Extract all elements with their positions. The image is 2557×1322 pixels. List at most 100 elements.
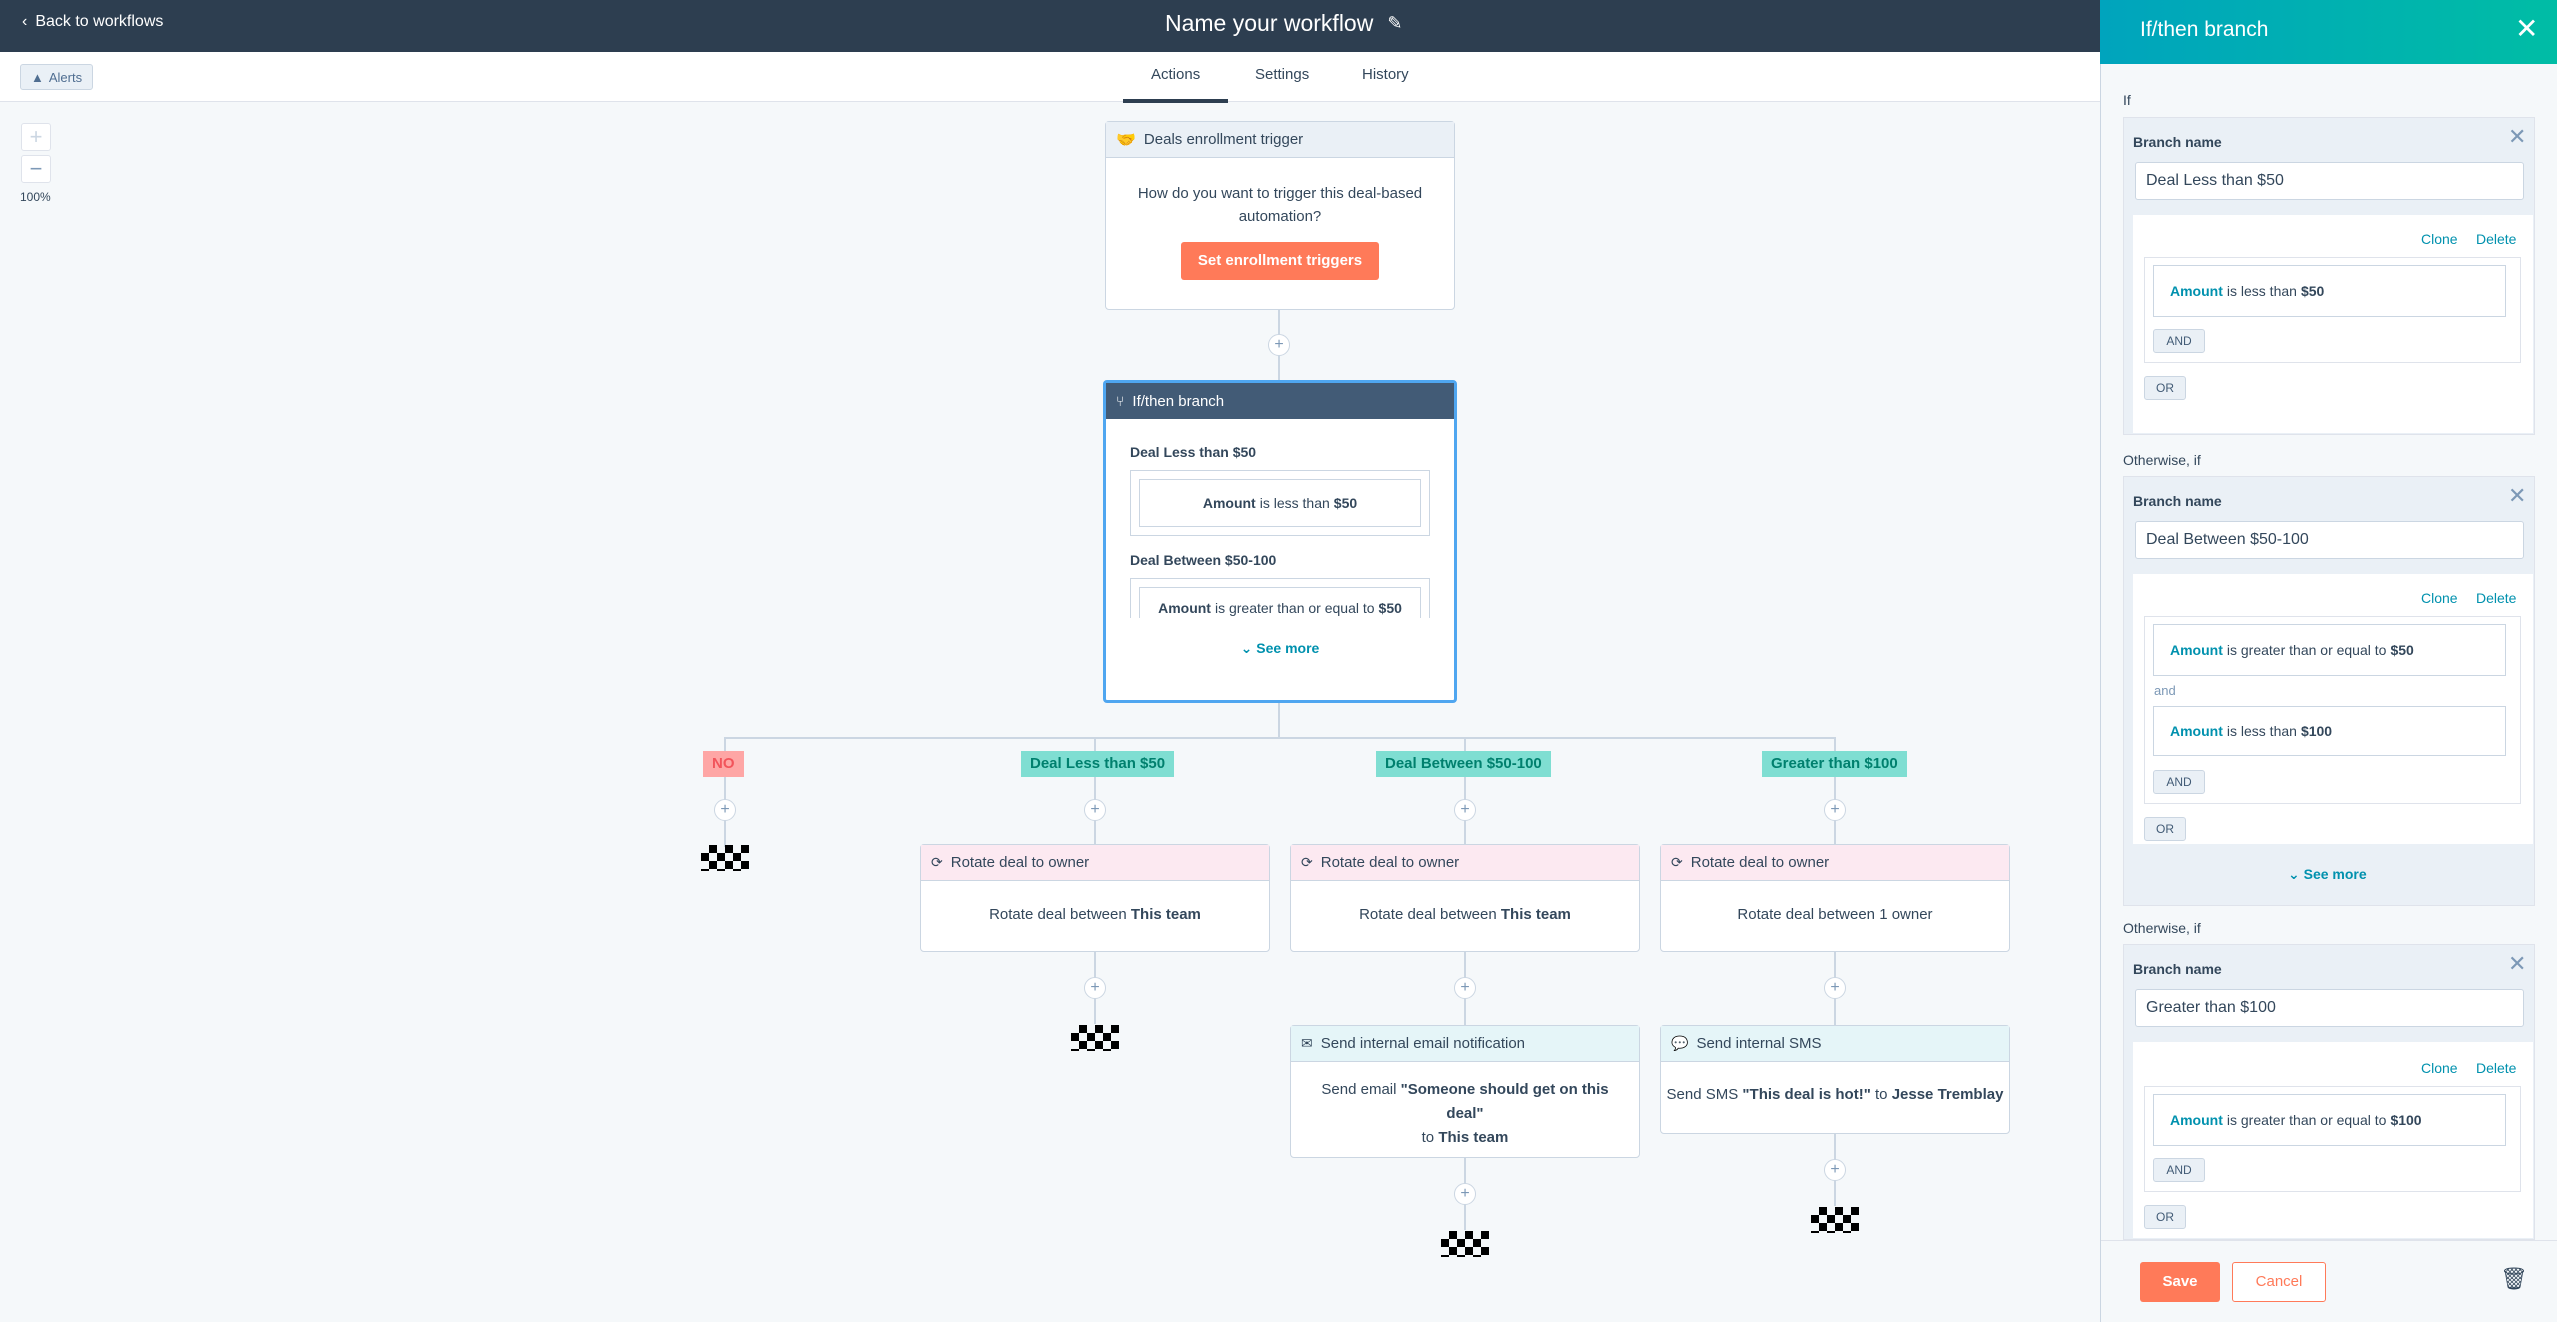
- condition-property: Amount: [2170, 642, 2223, 658]
- tab-actions[interactable]: Actions: [1151, 66, 1201, 83]
- trigger-question: How do you want to trigger this deal-bas…: [1137, 185, 1423, 225]
- zoom-out-button[interactable]: −: [21, 155, 51, 183]
- see-more-label: See more: [2303, 866, 2367, 882]
- email-subject: "Someone should get on this deal": [1400, 1081, 1609, 1122]
- branch-name-input[interactable]: Deal Between $50-100: [2135, 521, 2524, 559]
- email-card-body: Send email "Someone should get on this d…: [1291, 1078, 1639, 1150]
- chevron-down-icon: ⌄: [1240, 640, 1253, 656]
- rotate-deal-card[interactable]: ⟳ Rotate deal to owner Rotate deal betwe…: [920, 844, 1270, 952]
- enrollment-trigger-card[interactable]: 🤝 Deals enrollment trigger How do you wa…: [1105, 121, 1455, 310]
- add-action-button[interactable]: +: [1454, 977, 1476, 999]
- add-action-button[interactable]: +: [714, 799, 736, 821]
- branch-name-input[interactable]: Greater than $100: [2135, 989, 2524, 1027]
- active-tab-indicator: [1123, 99, 1228, 103]
- trash-icon[interactable]: 🗑: [2500, 1266, 2528, 1291]
- add-action-button[interactable]: +: [1824, 799, 1846, 821]
- back-to-workflows-link[interactable]: ‹ Back to workflows: [22, 13, 163, 31]
- clone-link[interactable]: Clone: [2421, 231, 2458, 247]
- branch-condition-box: Amount is less than $50: [1130, 470, 1430, 536]
- chevron-left-icon: ‹: [22, 13, 28, 30]
- delete-link[interactable]: Delete: [2476, 231, 2517, 247]
- condition-value: $50: [2390, 642, 2414, 658]
- add-action-button[interactable]: +: [1454, 1183, 1476, 1205]
- condition-operator: is less than: [2226, 283, 2297, 299]
- condition-row[interactable]: Amount is less than $100: [2153, 706, 2506, 756]
- otherwise-label: Otherwise, if: [2123, 920, 2201, 936]
- see-more-link[interactable]: ⌄ See more: [1130, 640, 1430, 657]
- branch-label-less-than-50: Deal Less than $50: [1021, 751, 1175, 777]
- end-flag-icon: [1441, 1231, 1489, 1257]
- condition-value: $50: [1333, 495, 1358, 511]
- condition-value: $50: [1378, 599, 1402, 616]
- send-sms-card[interactable]: 💬 Send internal SMS Send SMS "This deal …: [1660, 1025, 2010, 1134]
- if-then-branch-card[interactable]: ⑂ If/then branch Deal Less than $50 Amou…: [1103, 380, 1457, 703]
- connector: [724, 737, 726, 847]
- tab-history[interactable]: History: [1362, 66, 1409, 83]
- add-action-button[interactable]: +: [1454, 799, 1476, 821]
- delete-link[interactable]: Delete: [2476, 1060, 2517, 1076]
- clone-link[interactable]: Clone: [2421, 590, 2458, 606]
- condition-value: $50: [2300, 283, 2325, 299]
- close-icon[interactable]: ✕: [2508, 483, 2527, 508]
- and-button[interactable]: AND: [2153, 329, 2205, 353]
- sub-bar: [0, 52, 2100, 102]
- add-action-button[interactable]: +: [1084, 977, 1106, 999]
- sms-card-title: Send internal SMS: [1696, 1035, 1822, 1052]
- zoom-in-button[interactable]: +: [21, 123, 51, 151]
- condition: Amount is less than $50: [1139, 479, 1421, 527]
- or-button[interactable]: OR: [2144, 1205, 2186, 1229]
- top-bar: [0, 0, 2100, 52]
- rotate-deal-card[interactable]: ⟳ Rotate deal to owner Rotate deal betwe…: [1290, 844, 1640, 952]
- branch-name-input[interactable]: Deal Less than $50: [2135, 162, 2524, 200]
- alerts-button[interactable]: ▲ Alerts: [20, 64, 94, 90]
- workflow-title[interactable]: Name your workflow ✎: [1165, 10, 1402, 37]
- cancel-button[interactable]: Cancel: [2232, 1262, 2326, 1302]
- rotate-card-body: Rotate deal between This team: [921, 906, 1269, 923]
- branch-name-label: Branch name: [2133, 961, 2222, 977]
- save-button[interactable]: Save: [2140, 1262, 2220, 1302]
- branch-condition-box: Amount is greater than or equal to $50: [1130, 578, 1430, 618]
- pencil-icon[interactable]: ✎: [1387, 13, 1403, 33]
- rotate-text: Rotate deal between: [989, 906, 1131, 923]
- add-action-button[interactable]: +: [1268, 334, 1290, 356]
- rotate-card-title: Rotate deal to owner: [950, 854, 1090, 871]
- send-email-card[interactable]: ✉ Send internal email notification Send …: [1290, 1025, 1640, 1158]
- see-more-label: See more: [1256, 640, 1320, 656]
- condition-row[interactable]: Amount is less than $50: [2153, 265, 2506, 317]
- rotate-deal-card[interactable]: ⟳ Rotate deal to owner Rotate deal betwe…: [1660, 844, 2010, 952]
- and-button[interactable]: AND: [2153, 1158, 2205, 1182]
- sms-mid: to: [1870, 1086, 1892, 1103]
- close-icon[interactable]: ✕: [2508, 124, 2527, 149]
- add-action-button[interactable]: +: [1824, 1159, 1846, 1181]
- or-button[interactable]: OR: [2144, 376, 2186, 400]
- rotate-owner-icon: ⟳: [1671, 854, 1683, 870]
- condition-row[interactable]: Amount is greater than or equal to $50: [2153, 624, 2506, 676]
- branch-name: Deal Less than $50: [1130, 444, 1257, 460]
- condition-operator: is less than: [2226, 723, 2297, 739]
- email-target: This team: [1438, 1129, 1509, 1146]
- otherwise-label: Otherwise, if: [2123, 452, 2201, 468]
- connector: [1094, 737, 1096, 845]
- alerts-label: Alerts: [48, 69, 83, 85]
- branch-name-label: Branch name: [2133, 134, 2222, 150]
- end-flag-icon: [701, 845, 749, 871]
- branch-name-label: Branch name: [2133, 493, 2222, 509]
- or-button[interactable]: OR: [2144, 817, 2186, 841]
- connector: [1278, 702, 1280, 738]
- delete-link[interactable]: Delete: [2476, 590, 2517, 606]
- add-action-button[interactable]: +: [1084, 799, 1106, 821]
- close-icon[interactable]: ✕: [2508, 951, 2527, 976]
- email-card-header: ✉ Send internal email notification: [1291, 1026, 1639, 1062]
- clone-link[interactable]: Clone: [2421, 1060, 2458, 1076]
- rotate-text: Rotate deal between 1 owner: [1737, 906, 1933, 923]
- tab-settings[interactable]: Settings: [1255, 66, 1310, 83]
- see-more-link[interactable]: ⌄ See more: [2288, 866, 2367, 883]
- set-enrollment-triggers-button[interactable]: Set enrollment triggers: [1181, 242, 1379, 280]
- close-icon[interactable]: ✕: [2515, 13, 2539, 44]
- zoom-level: 100%: [20, 190, 51, 204]
- and-button[interactable]: AND: [2153, 770, 2205, 794]
- add-action-button[interactable]: +: [1824, 977, 1846, 999]
- condition-operator: is greater than or equal to: [2226, 1112, 2387, 1128]
- branch-label-between-50-100: Deal Between $50-100: [1376, 751, 1551, 777]
- condition-row[interactable]: Amount is greater than or equal to $100: [2153, 1094, 2506, 1146]
